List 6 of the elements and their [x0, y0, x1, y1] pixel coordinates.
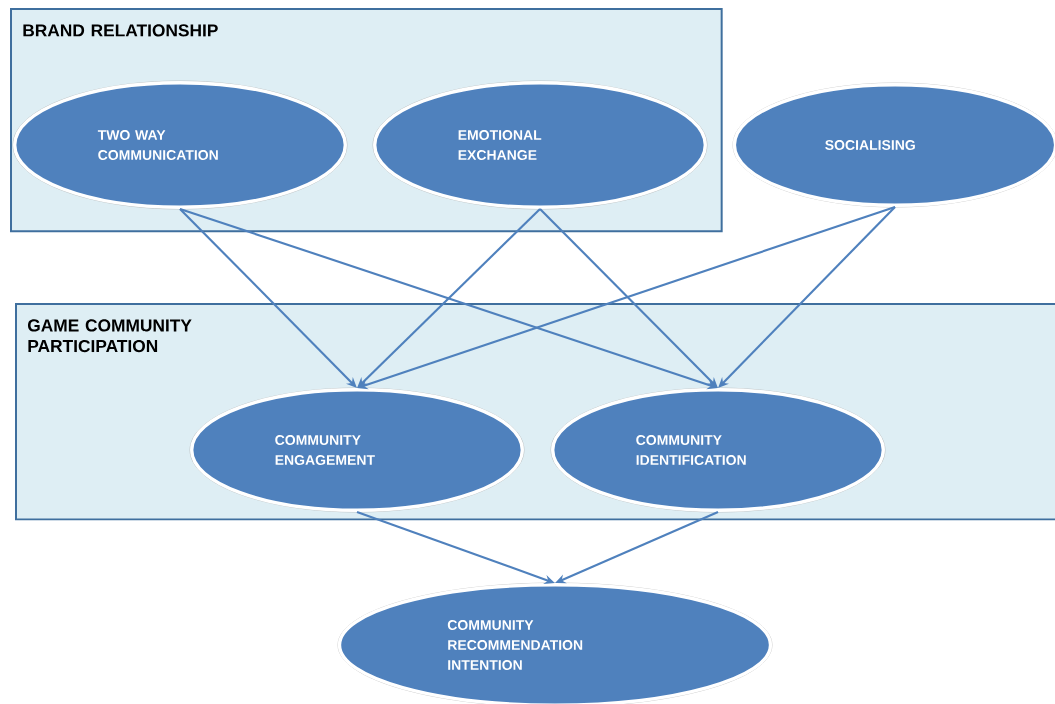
ellipse-node: COMMUNITY RECOMMENDATION INTENTION — [337, 583, 773, 704]
ellipse-node: COMMUNITY IDENTIFICATION — [551, 388, 885, 512]
ellipse-node: EMOTIONAL EXCHANGE — [373, 81, 707, 209]
ellipse-node: TWO WAY COMMUNICATION — [13, 81, 347, 209]
ellipse-node: SOCIALISING — [732, 83, 1055, 207]
ellipse-node: COMMUNITY ENGAGEMENT — [190, 388, 524, 512]
